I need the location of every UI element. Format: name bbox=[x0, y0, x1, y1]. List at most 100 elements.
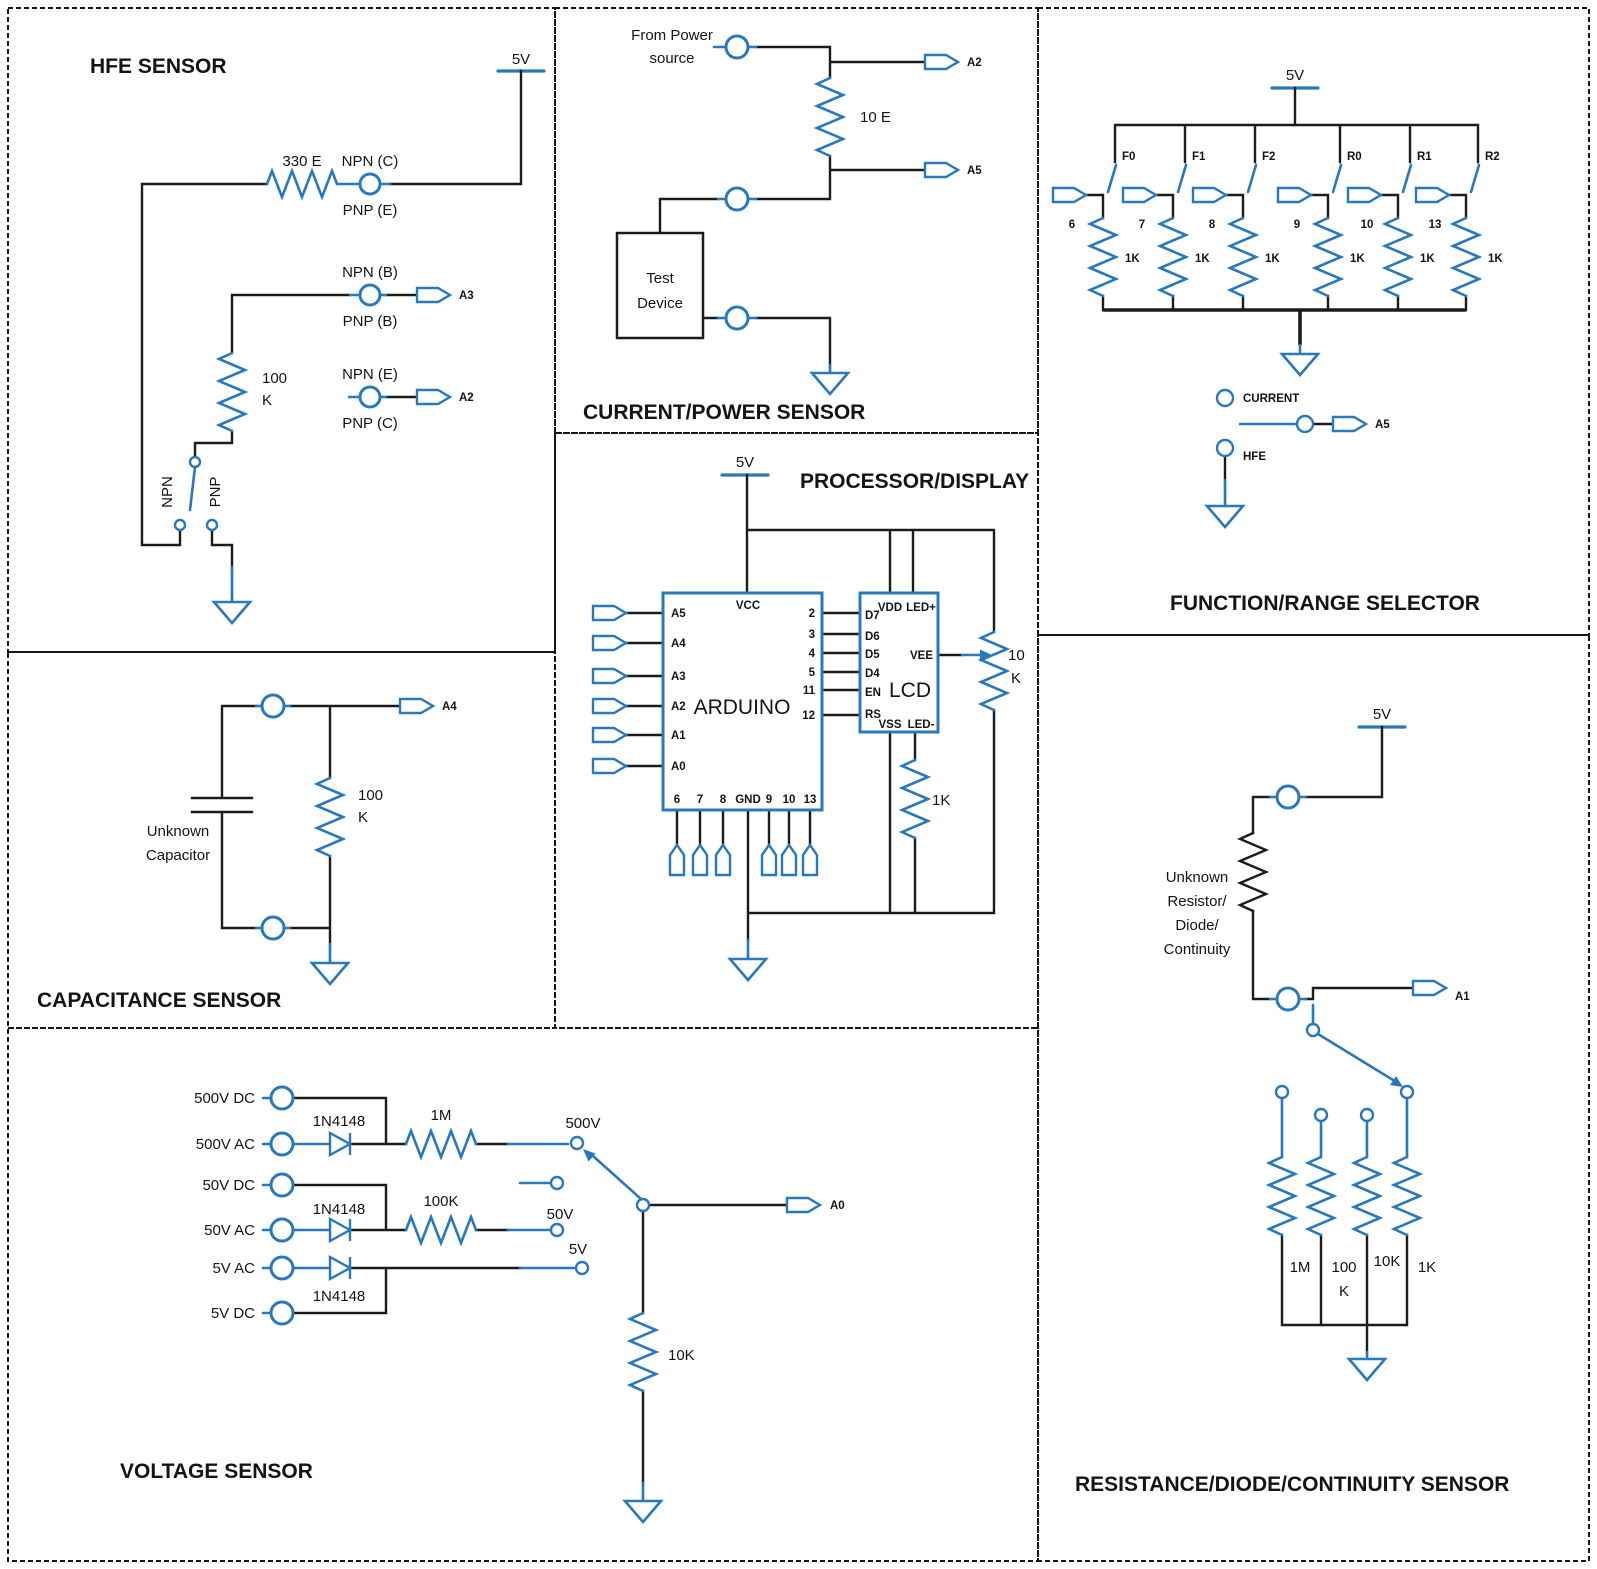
unknown-resistor-icon bbox=[1238, 831, 1268, 913]
lcd-d4-label: D4 bbox=[865, 668, 880, 680]
connector-a5-icon bbox=[1331, 415, 1368, 433]
terminal-power-in-icon bbox=[724, 34, 750, 60]
selector-5v-contact-icon bbox=[574, 1260, 590, 1276]
pin-4-label: 4 bbox=[809, 648, 816, 660]
terminal-cap-bottom-icon bbox=[260, 915, 286, 941]
lcd-d6-label: D6 bbox=[865, 631, 880, 643]
pin-a3-label: A3 bbox=[671, 671, 686, 683]
resistor-1k-icon bbox=[1313, 216, 1343, 298]
unknown-device-label-4: Continuity bbox=[1164, 941, 1231, 958]
arduino-label: ARDUINO bbox=[694, 696, 791, 719]
input-5vdc-label: 5V DC bbox=[211, 1305, 255, 1322]
connector-pin10-icon bbox=[1346, 186, 1383, 204]
input-50vac-label: 50V AC bbox=[204, 1222, 255, 1239]
test-device-box bbox=[615, 231, 705, 340]
resistor-330e-icon bbox=[265, 169, 339, 199]
lcd-rs-label: RS bbox=[865, 709, 881, 721]
pin-a2-label: A2 bbox=[671, 701, 686, 713]
switch-f1-label: F1 bbox=[1192, 151, 1206, 163]
resistor-1k-label: 1K bbox=[1420, 253, 1435, 265]
connector-a3-icon bbox=[591, 667, 628, 685]
resistor-1k-icon bbox=[1228, 216, 1258, 298]
bus-wires bbox=[1103, 308, 1466, 345]
panel-hfe-sensor: HFE SENSOR 5V 330 E NPN (C) PNP (E) NPN … bbox=[7, 7, 556, 653]
switch-r0-label: R0 bbox=[1347, 151, 1362, 163]
input-500vdc-label: 500V DC bbox=[194, 1090, 255, 1107]
pin-a0-label: A0 bbox=[671, 761, 686, 773]
pin9-label: 9 bbox=[1294, 219, 1300, 231]
diode-1n4148-label: 1N4148 bbox=[313, 1288, 366, 1305]
wires-blue bbox=[254, 704, 332, 964]
resistor-1m-icon bbox=[404, 1129, 478, 1159]
ground-icon bbox=[728, 957, 768, 982]
connector-pin7-icon bbox=[1121, 186, 1158, 204]
range-wiper-arrow-icon bbox=[1390, 1076, 1403, 1087]
panel-capacitance-sensor: CAPACITANCE SENSOR A4 100 K Unknown Capa… bbox=[7, 651, 556, 1029]
switch-pnp-contact-icon bbox=[205, 518, 219, 532]
current-mode-contact-icon bbox=[1215, 388, 1235, 408]
unknown-device-label-2: Resistor/ bbox=[1167, 893, 1227, 910]
ground-icon bbox=[1347, 1357, 1387, 1382]
unknown-capacitor-label-2: Capacitor bbox=[146, 847, 210, 864]
resistor-1k-icon bbox=[1383, 216, 1413, 298]
panel-border bbox=[7, 1027, 1039, 1562]
switch-pole-icon bbox=[188, 455, 202, 469]
resistor-1m-label: 1M bbox=[1290, 1259, 1311, 1276]
connector-a3-label: A3 bbox=[459, 290, 474, 302]
unknown-device-label-1: Unknown bbox=[1166, 869, 1229, 886]
terminal-npn-b-icon bbox=[358, 283, 382, 307]
supply-5v-label: 5V bbox=[1286, 67, 1304, 84]
connector-a4-label: A4 bbox=[442, 701, 457, 713]
pin-6-label: 6 bbox=[674, 794, 680, 806]
selector-wiper-arrow-icon bbox=[583, 1149, 596, 1162]
connector-a4-icon bbox=[591, 634, 628, 652]
pin-9-label: 9 bbox=[766, 794, 772, 806]
input-5vac-label: 5V AC bbox=[212, 1260, 255, 1277]
input-50vdc-label: 50V DC bbox=[202, 1177, 255, 1194]
terminal-npn-e-icon bbox=[358, 385, 382, 409]
lcd-d5-label: D5 bbox=[865, 649, 880, 661]
selector-5v-label: 5V bbox=[569, 1241, 587, 1258]
terminal-500vdc-icon bbox=[269, 1085, 295, 1111]
connector-lug-13-icon bbox=[801, 843, 819, 877]
terminal-probe-bottom-icon bbox=[1275, 986, 1301, 1012]
terminal-5vac-icon bbox=[269, 1255, 295, 1281]
connector-a0-icon bbox=[785, 1196, 822, 1214]
unknown-capacitor-label-1: Unknown bbox=[147, 823, 210, 840]
pin10-label: 10 bbox=[1361, 219, 1374, 231]
panel-title: CURRENT/POWER SENSOR bbox=[583, 401, 865, 424]
panel-border bbox=[1037, 634, 1590, 1562]
wires-blue bbox=[188, 182, 392, 603]
connector-lug-6-icon bbox=[668, 843, 686, 877]
terminal-device-plus-icon bbox=[724, 186, 750, 212]
panel-voltage-sensor: VOLTAGE SENSOR 500V DC 500V AC 50V DC 50… bbox=[7, 1027, 1039, 1562]
pin6-label: 6 bbox=[1069, 219, 1075, 231]
range-wiper-pivot-icon bbox=[1305, 1022, 1321, 1038]
connector-lug-9-icon bbox=[760, 843, 778, 877]
wires-blue bbox=[712, 45, 832, 374]
npn-e-label: NPN (E) bbox=[342, 366, 398, 383]
lcd-ledminus-label: LED- bbox=[908, 719, 935, 731]
connector-a1-label: A1 bbox=[1455, 991, 1470, 1003]
resistor-100k-label-2: K bbox=[1339, 1283, 1349, 1300]
connector-lug-10-icon bbox=[780, 843, 798, 877]
pin-13-label: 13 bbox=[804, 794, 817, 806]
resistor-1k-icon bbox=[1392, 1155, 1422, 1237]
connector-pin9-icon bbox=[1276, 186, 1313, 204]
connector-a0-label: A0 bbox=[830, 1200, 845, 1212]
connector-a2-label: A2 bbox=[459, 392, 474, 404]
pin-a5-label: A5 bbox=[671, 608, 686, 620]
connector-a3-icon bbox=[415, 286, 452, 304]
wires-blue bbox=[1106, 163, 1481, 507]
pot-10k-label-2: K bbox=[1011, 670, 1021, 687]
input-500vac-label: 500V AC bbox=[196, 1136, 255, 1153]
lcd-box bbox=[858, 591, 940, 734]
resistor-100k-label-1: 100 bbox=[1331, 1259, 1356, 1276]
resistor-1m-icon bbox=[1267, 1155, 1297, 1237]
switch-r1-label: R1 bbox=[1417, 151, 1432, 163]
pin-gnd-label: GND bbox=[735, 794, 761, 806]
pin-8-label: 8 bbox=[720, 794, 727, 806]
resistor-100k-icon bbox=[404, 1215, 478, 1245]
selector-500v-label: 500V bbox=[565, 1115, 600, 1132]
